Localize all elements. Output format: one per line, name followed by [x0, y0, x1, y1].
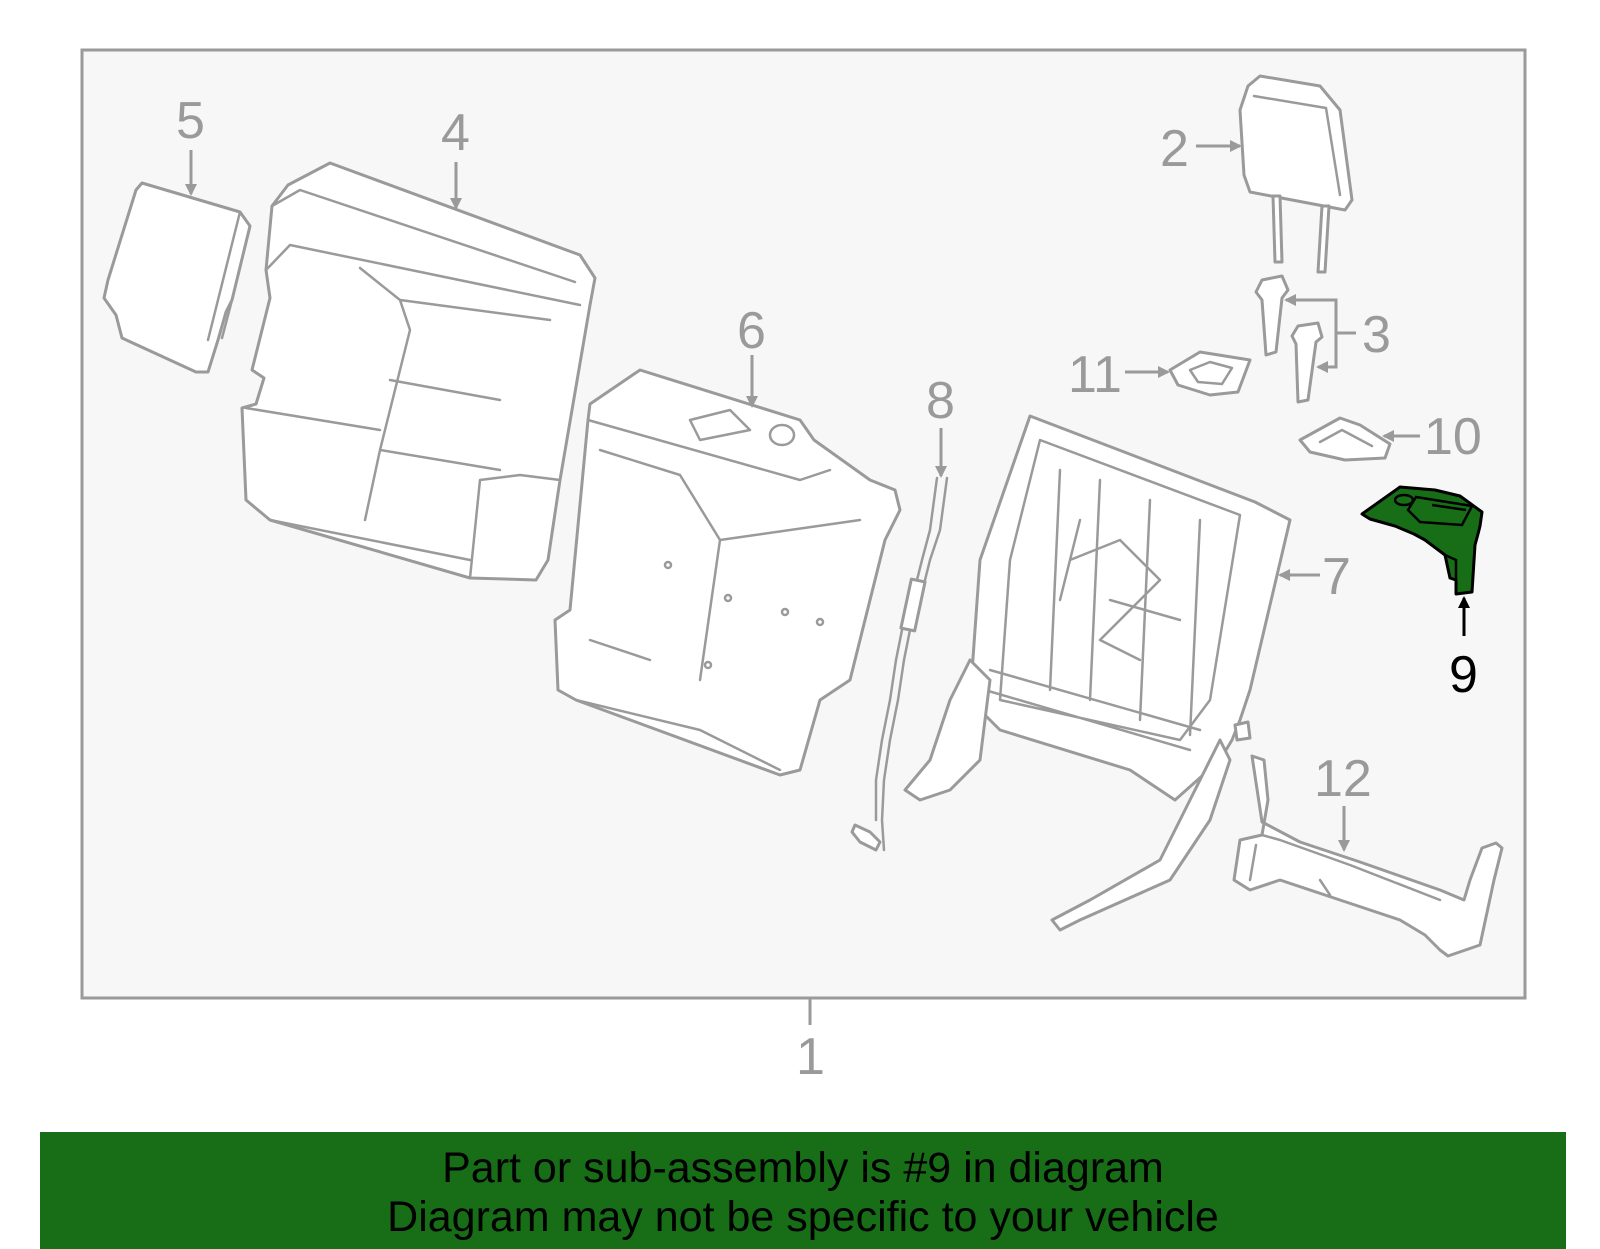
part-3-guides — [1254, 274, 1324, 404]
callout-1: 1 — [796, 1028, 825, 1086]
part-12-rail — [1232, 754, 1504, 958]
callout-11: 11 — [1068, 346, 1122, 404]
info-banner: Part or sub-assembly is #9 in diagram Di… — [40, 1132, 1566, 1249]
part-6-back-panel — [553, 368, 902, 777]
part-10-bracket — [1298, 416, 1392, 462]
callout-4: 4 — [441, 104, 470, 162]
callout-7: 7 — [1322, 548, 1351, 606]
callout-8: 8 — [926, 372, 955, 430]
banner-line-2: Diagram may not be specific to your vehi… — [387, 1193, 1219, 1241]
part-2-headrest — [1238, 74, 1354, 274]
callout-10: 10 — [1424, 408, 1482, 466]
callout-5: 5 — [176, 92, 205, 150]
part-4-seatback-cover — [240, 161, 597, 582]
part-8-cable — [850, 476, 949, 852]
callout-12: 12 — [1314, 750, 1372, 808]
callout-3: 3 — [1362, 306, 1391, 364]
callout-9: 9 — [1449, 646, 1478, 704]
callout-6: 6 — [737, 302, 766, 360]
part-5-side-pad — [102, 181, 252, 374]
banner-line-1: Part or sub-assembly is #9 in diagram — [442, 1144, 1164, 1192]
callout-2: 2 — [1160, 120, 1189, 178]
part-11-bezel — [1168, 350, 1252, 397]
part-9-highlighted-bracket — [1360, 485, 1484, 596]
part-7-back-frame — [903, 414, 1292, 932]
